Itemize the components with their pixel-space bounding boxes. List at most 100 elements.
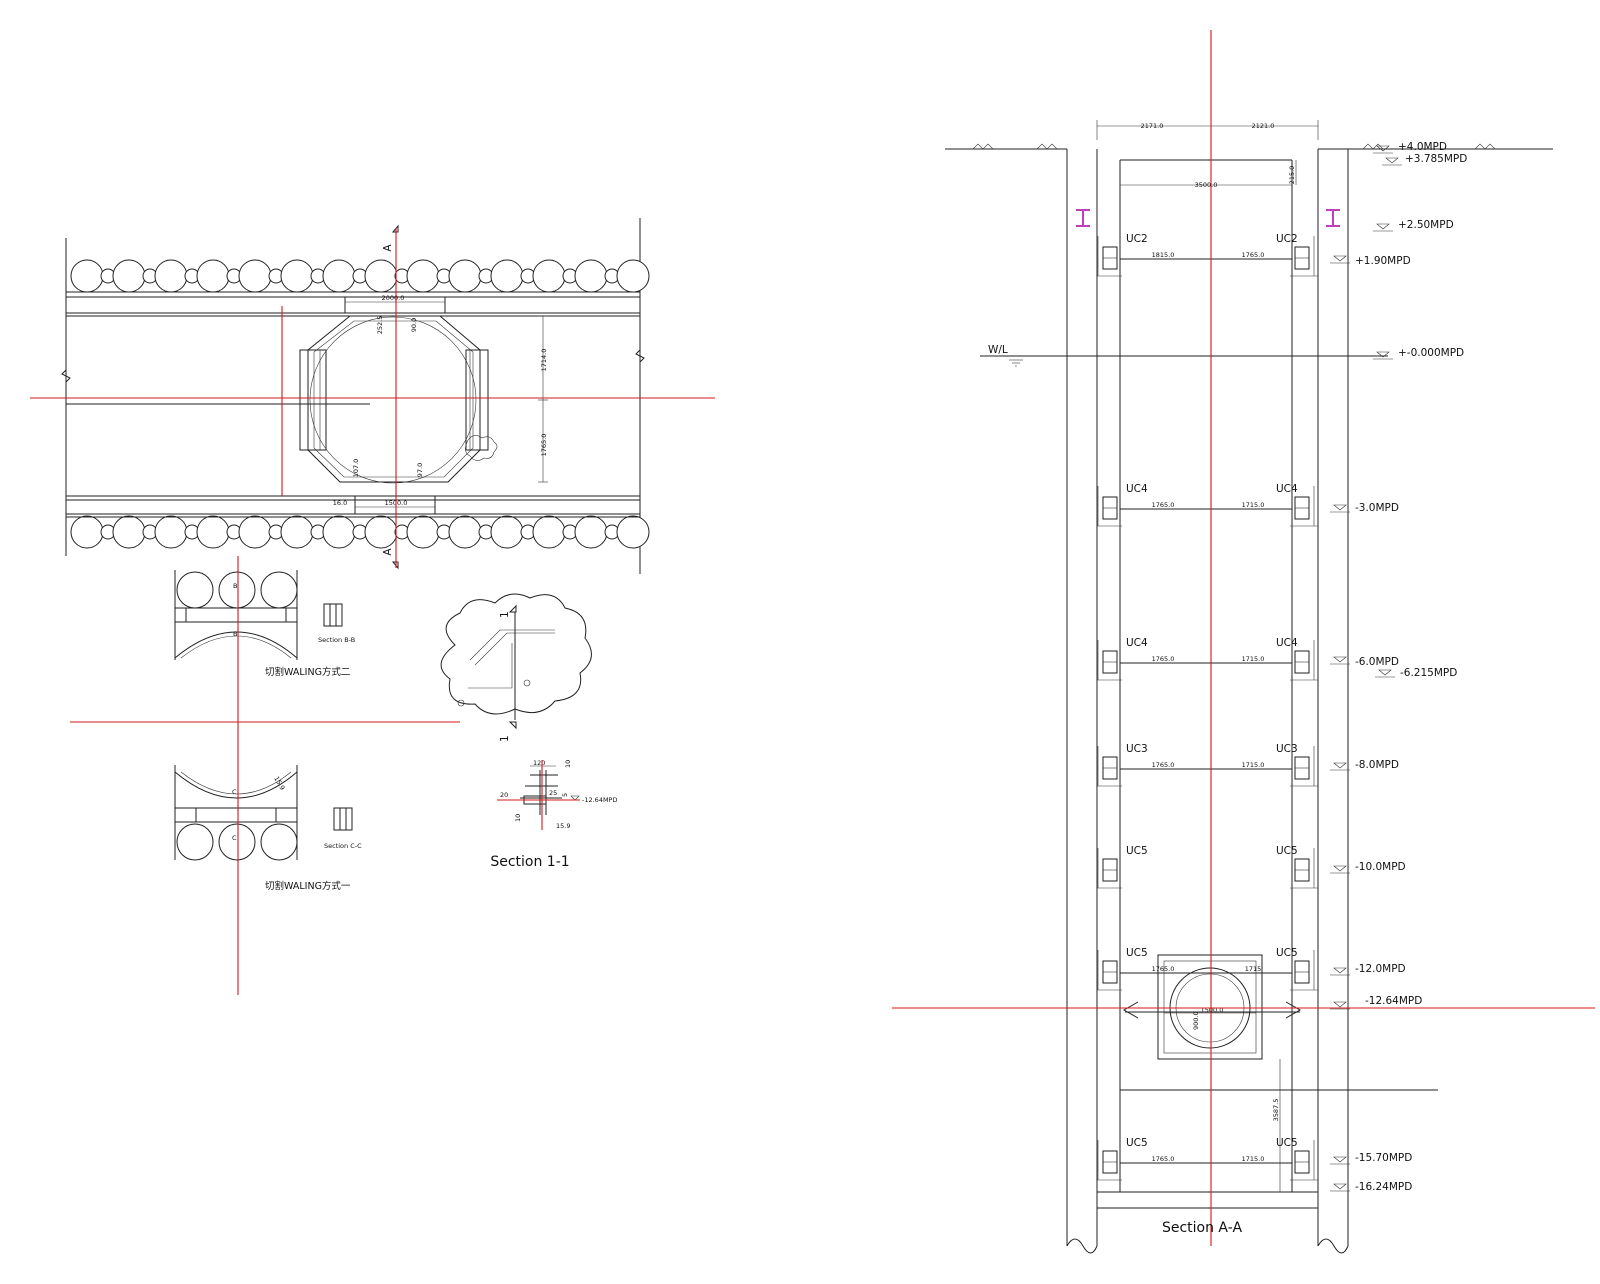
strut-dim-right: 1715.0: [1242, 761, 1265, 769]
plan-pile: [280, 515, 314, 549]
s11-level: -12.64MPD: [582, 796, 618, 804]
strut-label-right: UC5: [1276, 845, 1298, 857]
plan-pile: [364, 515, 398, 549]
plan-pile: [154, 259, 188, 293]
dim-top-a: 252.5: [376, 316, 384, 335]
plan-pile: [490, 515, 524, 549]
plan-pile: [406, 515, 440, 549]
aa-top-offset: 215.0: [1288, 166, 1296, 185]
level-marker: -10.0MPD: [1330, 861, 1406, 874]
strut-label-left: UC4: [1126, 637, 1148, 649]
dim-bot-a: 107.0: [352, 459, 360, 478]
plan-pile: [364, 259, 398, 293]
s11-dim-120: 120: [533, 759, 545, 767]
detail-method-1: C C 15.9 Section C-C 切割WALING方式一: [174, 765, 362, 892]
dim-top-b: 90.0: [410, 318, 418, 332]
dim-bot-b: 97.0: [416, 463, 424, 477]
level-label: +-0.000MPD: [1398, 347, 1464, 359]
level-triangle-icon: [1333, 504, 1347, 511]
level-label: -8.0MPD: [1355, 759, 1399, 771]
level-label: +3.785MPD: [1405, 153, 1467, 165]
section-mark-a-top: A: [382, 244, 394, 252]
level-label: -10.0MPD: [1355, 861, 1406, 873]
strut-dim-right: 1765.0: [1242, 251, 1265, 259]
level-triangle-icon: [1333, 1001, 1347, 1008]
plan-pile: [196, 515, 230, 549]
strut-dim-right: 1715: [1245, 965, 1262, 973]
level-triangle-icon: [1333, 762, 1347, 769]
level-marker: +-0.000MPD: [1373, 347, 1464, 360]
strut-label-right: UC3: [1276, 743, 1298, 755]
level-triangle-icon: [1333, 967, 1347, 974]
level-marker: +3.785MPD: [1382, 153, 1467, 166]
opening-depth: 3587.5: [1272, 1099, 1280, 1122]
bottom-pile-row: [70, 515, 650, 549]
detail-c-letter-top: C: [232, 788, 237, 796]
strut-label-right: UC5: [1276, 1137, 1298, 1149]
plan-view: 1714.0 1765.0 2000.0 252.5 90.0 107.0 97…: [30, 218, 715, 574]
level-label: -6.215MPD: [1400, 667, 1457, 679]
section-cc-label: Section C-C: [324, 842, 362, 850]
plan-pile: [448, 515, 482, 549]
opening-dia: 900.0: [1192, 1011, 1200, 1030]
method-1-label: 切割WALING方式一: [265, 880, 351, 892]
plan-pile: [70, 515, 104, 549]
aa-top-dim-right: 2121.0: [1252, 122, 1275, 130]
level-markers: +4.0MPD+3.785MPD+2.50MPD+1.90MPD+-0.000M…: [1330, 141, 1467, 1193]
strut-label-left: UC5: [1126, 947, 1148, 959]
plan-pile: [238, 515, 272, 549]
strut-label-right: UC4: [1276, 637, 1298, 649]
water-level-label: W/L: [988, 344, 1008, 356]
s11-dim-25: 25: [549, 789, 557, 797]
section-a-a-title: Section A-A: [1162, 1220, 1242, 1236]
method-2-label: 切割WALING方式二: [265, 666, 350, 678]
level-marker: -8.0MPD: [1330, 759, 1399, 771]
aa-top-dim-left: 2171.0: [1141, 122, 1164, 130]
level-marker: -16.24MPD: [1330, 1181, 1412, 1193]
plan-pile: [154, 515, 188, 549]
level-label: -16.24MPD: [1355, 1181, 1412, 1193]
level-marker: -3.0MPD: [1330, 502, 1399, 514]
level-triangle-icon: [1333, 255, 1347, 262]
strut-dim-left: 1765.0: [1152, 761, 1175, 769]
detail-c-letter-bottom: C: [232, 834, 237, 842]
i-beam-left-icon: [1076, 209, 1090, 227]
strut-label-left: UC5: [1126, 845, 1148, 857]
strut-label-right: UC4: [1276, 483, 1298, 495]
level-triangle-icon: [1333, 1183, 1347, 1190]
plan-pile: [574, 515, 608, 549]
i-beam-right-icon: [1326, 209, 1340, 227]
plan-pile: [322, 259, 356, 293]
detail-b-letter-top: B: [233, 582, 237, 590]
level-label: -12.0MPD: [1355, 963, 1406, 975]
plan-pile: [70, 259, 104, 293]
level-marker: -12.64MPD: [1330, 995, 1422, 1010]
section-bb-label: Section B-B: [318, 636, 355, 644]
s11-dim-20: 20: [500, 791, 508, 799]
strut-dim-left: 1765.0: [1152, 501, 1175, 509]
strut-dim-left: 1765.0: [1152, 1155, 1175, 1163]
level-marker: -12.0MPD: [1330, 963, 1406, 976]
opening-width: 1500.0: [1201, 1006, 1224, 1014]
level-label: +4.0MPD: [1398, 141, 1447, 153]
plan-pile: [322, 515, 356, 549]
section-1-1-title: Section 1-1: [490, 854, 569, 870]
strut-dim-right: 1715.0: [1242, 501, 1265, 509]
level-marker: +1.90MPD: [1330, 255, 1411, 267]
strut-dim-left: 1815.0: [1152, 251, 1175, 259]
strut-label-left: UC5: [1126, 1137, 1148, 1149]
level-triangle-icon: [1333, 1156, 1347, 1163]
level-marker: -6.0MPD: [1330, 656, 1399, 668]
section-1-mark-bottom: 1: [499, 735, 511, 742]
strut-label-left: UC4: [1126, 483, 1148, 495]
section-mark-a-bottom: A: [382, 548, 394, 556]
level-marker: -6.215MPD: [1375, 667, 1457, 679]
level-triangle-icon: [1378, 669, 1392, 676]
plan-pile: [616, 259, 650, 293]
level-marker: +4.0MPD: [1373, 141, 1447, 154]
strut-label-right: UC5: [1276, 947, 1298, 959]
